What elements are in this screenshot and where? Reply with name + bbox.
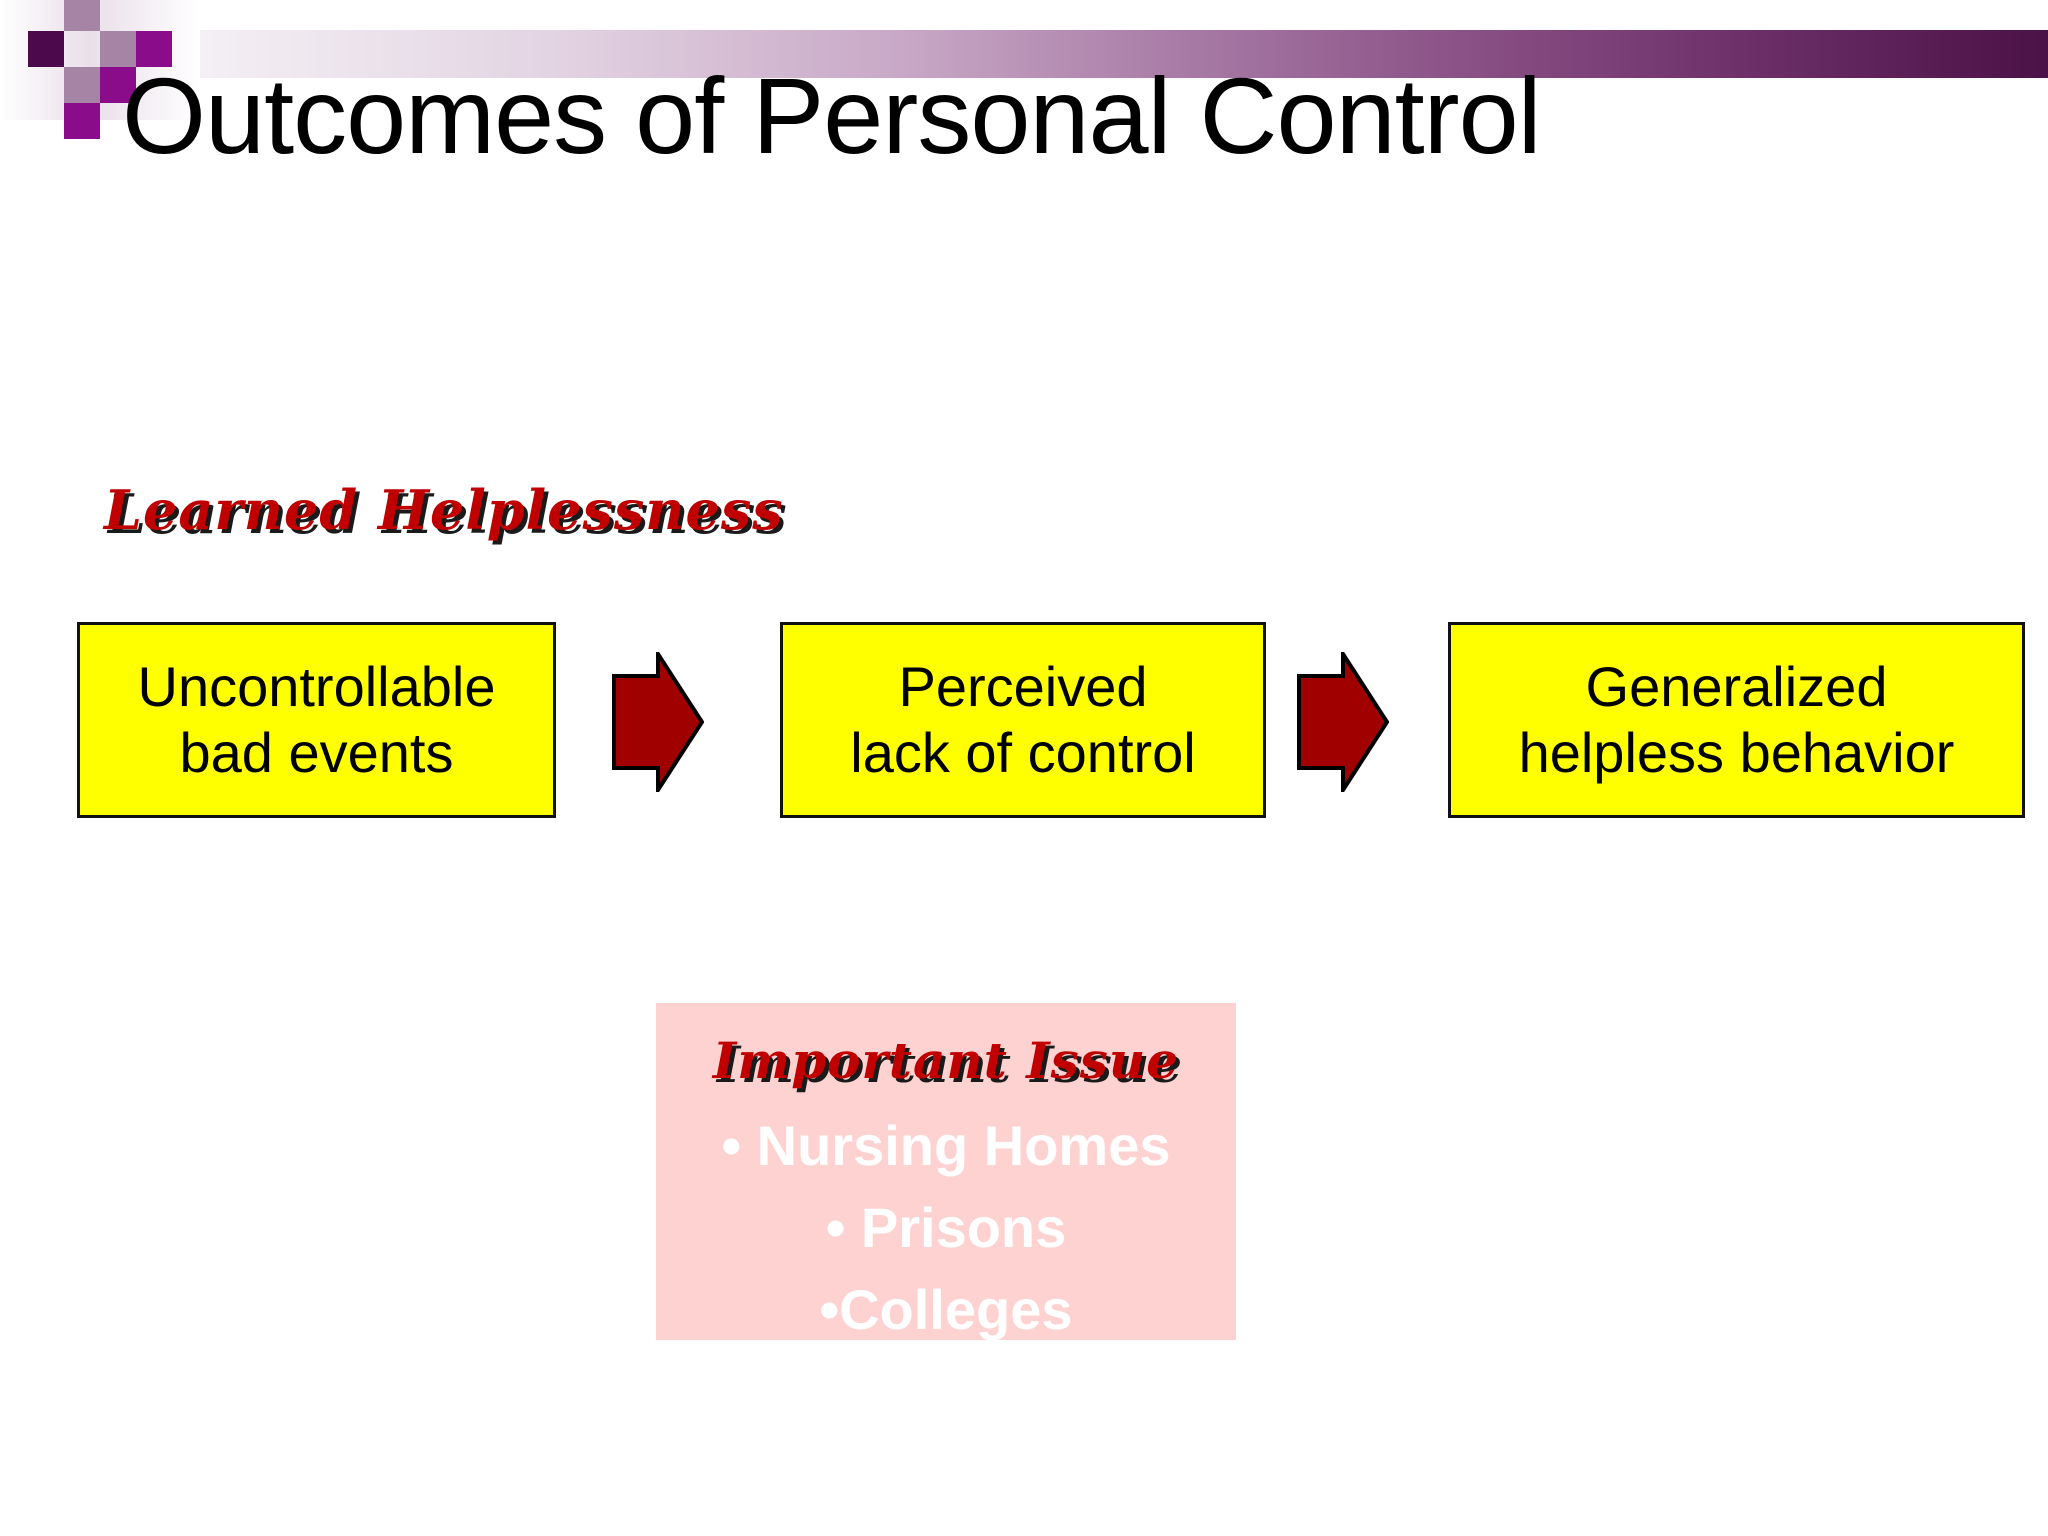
page-title: Outcomes of Personal Control [122, 55, 1542, 176]
checker-square-mid-2 [100, 67, 136, 103]
arrow-shape [612, 652, 704, 792]
flow-arrow-right-2 [1297, 652, 1389, 792]
checker-square-light-3 [100, 31, 136, 67]
flow-box-line-1: Uncontrollable [137, 654, 496, 718]
learned-helplessness-heading: Learned Helplessness [104, 478, 784, 542]
list-item: • Nursing Homes [721, 1114, 1171, 1177]
flow-box-text: Perceived lack of control [850, 654, 1196, 786]
flow-box-line-2: bad events [179, 721, 454, 784]
flow-box-perceived-lack-of-control: Perceived lack of control [780, 622, 1266, 818]
list-item: • Prisons [825, 1196, 1067, 1259]
checker-square-mid-3 [64, 103, 100, 139]
flow-box-text: Generalized helpless behavior [1519, 654, 1955, 786]
flow-box-line-2: helpless behavior [1518, 721, 1955, 784]
header-white-strip [0, 0, 2048, 30]
list-item: •Colleges [819, 1278, 1073, 1341]
checker-square-mid-1 [136, 31, 172, 67]
flow-box-line-1: Perceived [898, 654, 1148, 718]
arrow-shape [1297, 652, 1389, 792]
flow-box-line-2: lack of control [850, 721, 1196, 784]
checker-square-light-1 [64, 0, 100, 31]
important-issue-title: Important Issue [712, 1031, 1180, 1090]
header-gradient-band [0, 30, 2048, 78]
flow-box-generalized-helpless-behavior: Generalized helpless behavior [1448, 622, 2025, 818]
checker-square-dark-1 [28, 31, 64, 67]
flow-box-text: Uncontrollable bad events [138, 654, 496, 786]
flow-arrow-right-1 [612, 652, 704, 792]
important-issue-callout: Important Issue • Nursing Homes • Prison… [656, 1003, 1236, 1341]
flow-box-uncontrollable-bad-events: Uncontrollable bad events [77, 622, 556, 818]
checker-square-light-2 [64, 67, 100, 103]
flow-box-line-1: Generalized [1585, 654, 1888, 718]
